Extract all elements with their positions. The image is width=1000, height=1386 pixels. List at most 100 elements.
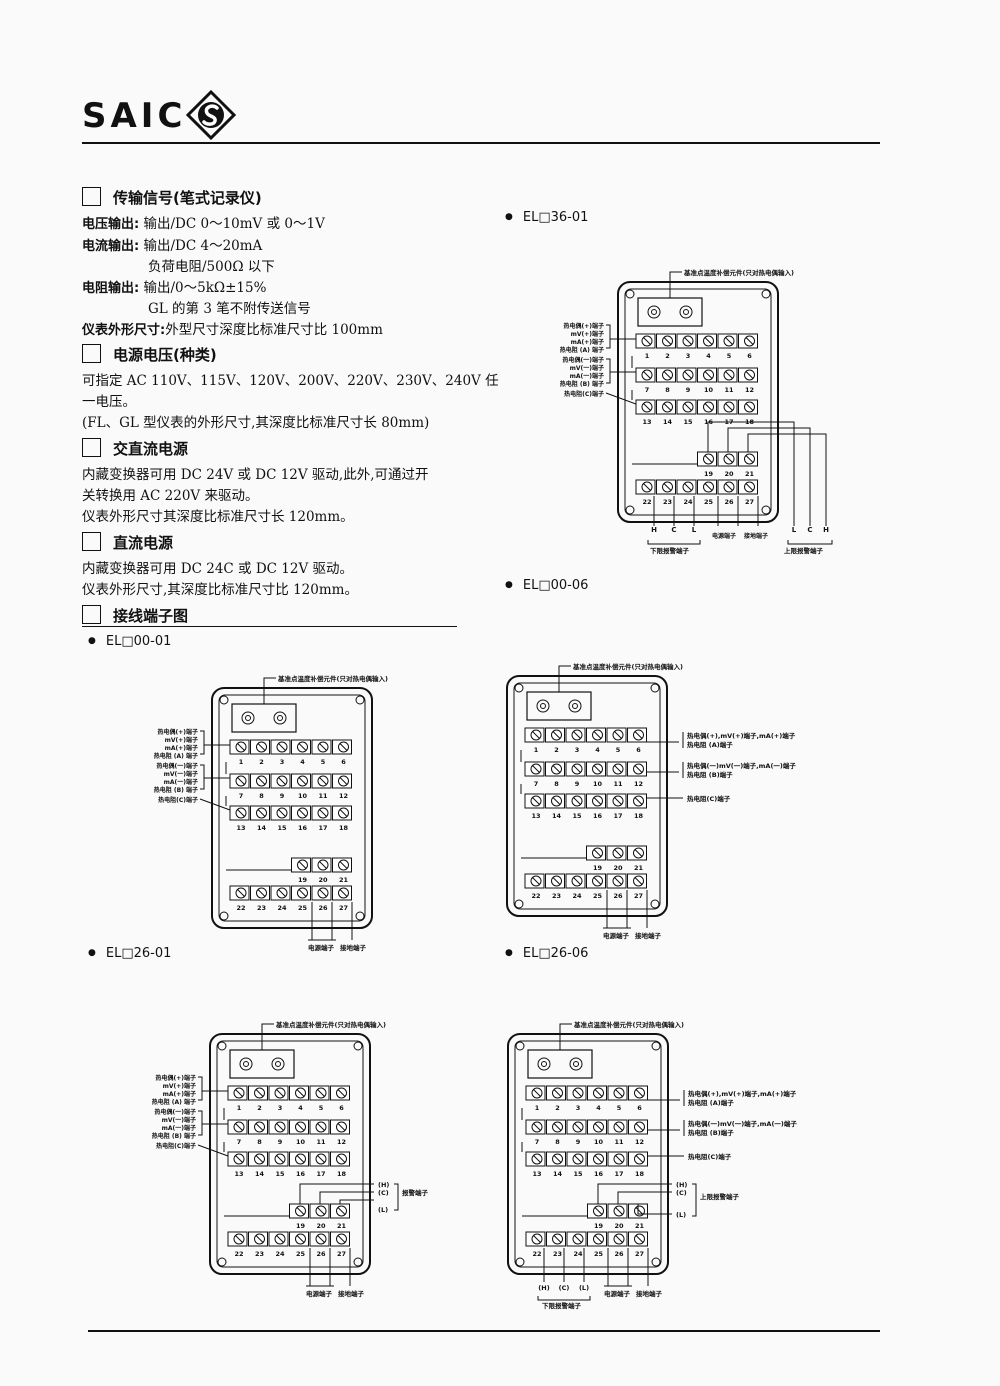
screw-icon <box>723 453 735 465</box>
mount-hole-icon <box>761 289 771 299</box>
screw-icon <box>703 401 714 413</box>
alarm-wire <box>319 1191 374 1204</box>
screw-slot <box>593 731 602 739</box>
screw-icon <box>338 775 349 787</box>
terminal-number: 6 <box>747 352 752 360</box>
terminal-number: 20 <box>316 1222 326 1230</box>
screw-slot <box>255 1089 264 1097</box>
terminal-number: 17 <box>318 824 327 832</box>
screw-slot <box>643 371 651 379</box>
cjc-screw-core <box>683 309 689 315</box>
mount-hole-icon <box>217 1257 227 1267</box>
screw-icon <box>552 1233 563 1245</box>
screw-slot <box>573 797 581 805</box>
screw-icon <box>571 875 583 887</box>
screw-icon <box>315 1233 327 1245</box>
screw-slot <box>237 889 245 897</box>
screw-slot <box>533 1089 541 1097</box>
terminal-number: 2 <box>555 1104 560 1112</box>
left-label: 热电偶(+)端子 <box>157 728 198 736</box>
screw-slot <box>553 1089 562 1097</box>
resist-output-line: 电阻输出: 输出/0～5kΩ±15% <box>82 280 267 296</box>
alarm-l: L <box>692 526 697 534</box>
dc-line1: 内藏变换器可用 DC 24C 或 DC 12V 驱动。 <box>82 561 353 577</box>
terminal-number: 11 <box>614 1138 624 1146</box>
screw-icon <box>592 729 603 741</box>
screw-icon <box>297 887 308 899</box>
screw-slot <box>704 337 713 345</box>
screw-icon <box>633 729 644 741</box>
power-line1: 可指定 AC 110V、115V、120V、200V、220V、230V、240… <box>82 373 499 389</box>
screw-slot <box>317 1089 325 1097</box>
terminal-number: 4 <box>298 1104 303 1112</box>
terminal-number: 15 <box>277 824 287 832</box>
power-label: 电源端子 <box>604 1289 631 1298</box>
screw-slot <box>317 1235 325 1243</box>
terminal-number: 19 <box>594 1222 604 1230</box>
cjc-screw-core <box>540 703 546 709</box>
screw-icon <box>235 887 247 899</box>
screw-icon <box>338 859 349 871</box>
screw-slot <box>745 403 754 411</box>
screw-icon <box>703 481 714 493</box>
terminal-number: 14 <box>255 1170 265 1178</box>
label-leader <box>197 1144 229 1157</box>
screw-icon <box>233 1153 245 1165</box>
screw-icon <box>276 741 288 753</box>
cjc-screw-icon <box>271 1057 285 1071</box>
current-load-line: 负荷电阻/500Ω 以下 <box>148 259 275 275</box>
terminal-number: 25 <box>593 892 603 900</box>
screw-icon <box>612 847 624 859</box>
terminal-number: 2 <box>554 746 559 754</box>
screw-slot <box>634 731 643 739</box>
alarm-h: (H) <box>676 1181 687 1189</box>
power-label: 电源端子 <box>712 532 736 540</box>
terminal-number: 26 <box>724 498 734 506</box>
alarm-wire <box>299 1183 374 1204</box>
right-label: 热电偶(一)mV(一)端子,mA(一)端子 <box>688 1119 797 1128</box>
screw-slot <box>574 1123 582 1131</box>
terminal-number: 5 <box>727 352 732 360</box>
cjc-label: 基准点温度补偿元件(只对热电偶输入) <box>277 674 388 683</box>
terminal-number: 24 <box>275 1250 285 1258</box>
logo-text: SAIC <box>82 96 187 136</box>
screw-slot <box>296 1123 305 1131</box>
screw-slot <box>278 809 286 817</box>
screw-slot <box>684 371 692 379</box>
screw-icon <box>336 1205 347 1217</box>
terminal-number: 3 <box>280 758 285 766</box>
saic-logo-icon <box>186 90 236 140</box>
screw-icon <box>531 1121 543 1133</box>
cjc-screw-core <box>275 1061 281 1067</box>
terminal-number: 13 <box>236 824 245 832</box>
right-label: 热电阻 (B)端子 <box>688 1128 734 1137</box>
screw-slot <box>296 1155 305 1163</box>
screw-slot <box>643 403 651 411</box>
screw-icon <box>317 741 329 753</box>
terminal-number: 11 <box>613 780 623 788</box>
terminal-number: 11 <box>724 386 734 394</box>
screw-slot <box>552 731 561 739</box>
screw-slot <box>296 1207 305 1215</box>
current-output-line: 电流输出: 输出/DC 4～20mA <box>82 238 263 254</box>
terminal-number: 19 <box>296 1222 306 1230</box>
terminal-number: 10 <box>704 386 714 394</box>
screw-icon <box>233 1087 245 1099</box>
mount-hole-icon <box>761 505 771 515</box>
cjc-screw-icon <box>241 711 255 725</box>
alarm-c: (C) <box>559 1284 570 1292</box>
low-alarm-bracket <box>537 1296 591 1301</box>
screw-slot <box>319 861 327 869</box>
alarm-h: H <box>651 526 657 534</box>
left-label: 热电偶(一)端子 <box>155 1108 197 1116</box>
alarm-bracket <box>394 1183 399 1211</box>
screw-slot <box>745 337 754 345</box>
screw-slot <box>296 1089 305 1097</box>
right-label: 热电偶(一)mV(一)端子,mA(一)端子 <box>687 761 796 770</box>
screw-slot <box>684 337 692 345</box>
caption-el00-06: ●EL□00-06 <box>505 578 589 593</box>
left-label: 热电偶(一)端子 <box>157 762 199 770</box>
alarm-wire <box>707 421 795 526</box>
cjc-label: 基准点温度补偿元件(只对热电偶输入) <box>572 662 683 671</box>
terminal-number: 8 <box>554 780 559 788</box>
